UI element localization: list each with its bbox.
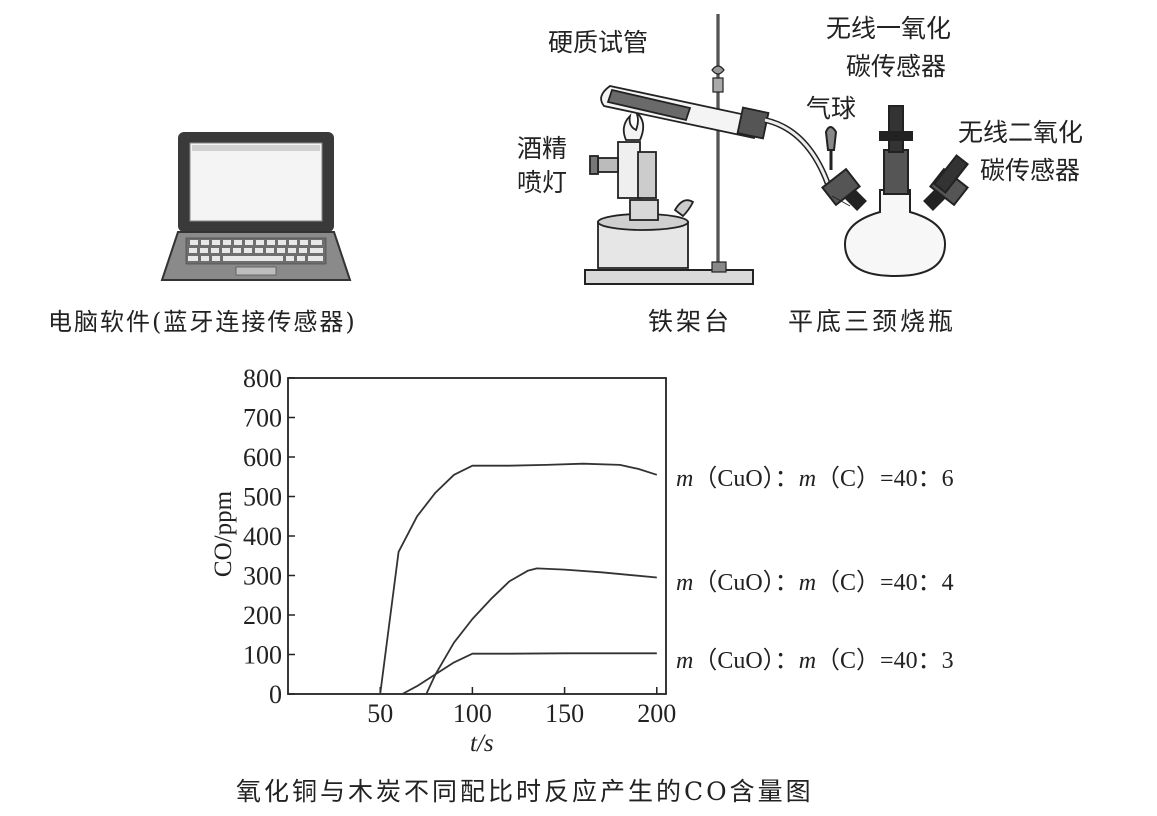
x-tick-label: 200 — [637, 699, 676, 728]
series-line-3 — [401, 652, 657, 695]
burner-label-line2: 喷灯 — [517, 168, 568, 197]
series-label-40-3: m（CuO）：m（C）=40：3 — [676, 640, 954, 675]
series-line-2 — [425, 567, 657, 695]
co-sensor-label-line2: 碳传感器 — [846, 52, 947, 81]
mass-symbol: m — [798, 648, 817, 674]
flask-label: 平底三颈烧瓶 — [788, 307, 957, 336]
y-tick-label: 700 — [243, 404, 282, 433]
y-tick-label: 200 — [243, 601, 282, 630]
y-tick-label: 400 — [243, 522, 282, 551]
burner-label-line1: 酒精 — [517, 134, 568, 163]
co-chart: 0 100 200 300 400 500 600 700 800 50 100 150 200 — [243, 364, 676, 728]
mass-symbol: m — [676, 570, 694, 596]
mass-symbol: m — [676, 648, 694, 674]
y-tick-label: 100 — [243, 641, 282, 670]
y-tick-label: 300 — [243, 562, 282, 591]
laptop-icon — [160, 132, 352, 281]
co2-sensor-label-line1: 无线二氧化 — [958, 118, 1084, 147]
series-label-40-6: m（CuO）：m（C）=40：6 — [676, 458, 954, 493]
series-line-1 — [379, 462, 658, 695]
y-axis-label: CO/ppm — [210, 490, 237, 578]
y-tick-label: 800 — [243, 364, 282, 393]
iron-stand-label: 铁架台 — [648, 307, 733, 336]
co-sensor-label-line1: 无线一氧化 — [826, 14, 952, 43]
series-lines — [379, 462, 658, 695]
co2-sensor-label-line2: 碳传感器 — [980, 156, 1081, 185]
ratio-part: （CuO）： — [693, 466, 799, 492]
series-label-40-4: m（CuO）：m（C）=40：4 — [676, 562, 954, 597]
alcohol-burner — [589, 111, 695, 269]
mass-symbol: m — [676, 466, 694, 492]
x-tick-label: 150 — [545, 699, 584, 728]
y-axis: 0 100 200 300 400 500 600 700 800 — [243, 364, 295, 709]
x-tick-label: 50 — [367, 699, 393, 728]
test-tube-label: 硬质试管 — [548, 28, 649, 57]
y-tick-label: 500 — [243, 483, 282, 512]
chart-caption: 氧化铜与木炭不同配比时反应产生的CO含量图 — [236, 777, 814, 806]
mass-symbol: m — [798, 466, 817, 492]
ratio-part: （C）=40：4 — [816, 570, 954, 596]
mass-symbol: m — [798, 570, 817, 596]
three-neck-flask — [821, 105, 970, 278]
balloon-label: 气球 — [806, 94, 857, 123]
x-tick-label: 100 — [453, 699, 492, 728]
ratio-part: （CuO）： — [693, 648, 799, 674]
test-tube — [600, 85, 833, 191]
y-tick-label: 600 — [243, 443, 282, 472]
ratio-part: （C）=40：3 — [816, 648, 954, 674]
ratio-part: （C）=40：6 — [816, 466, 954, 492]
y-tick-label: 0 — [269, 680, 282, 709]
x-axis-label: t/s — [470, 730, 494, 757]
laptop-caption: 电脑软件(蓝牙连接传感器) — [48, 308, 357, 336]
plot-frame — [287, 377, 667, 695]
ratio-part: （CuO）： — [693, 570, 799, 596]
x-axis: 50 100 150 200 — [367, 687, 676, 728]
